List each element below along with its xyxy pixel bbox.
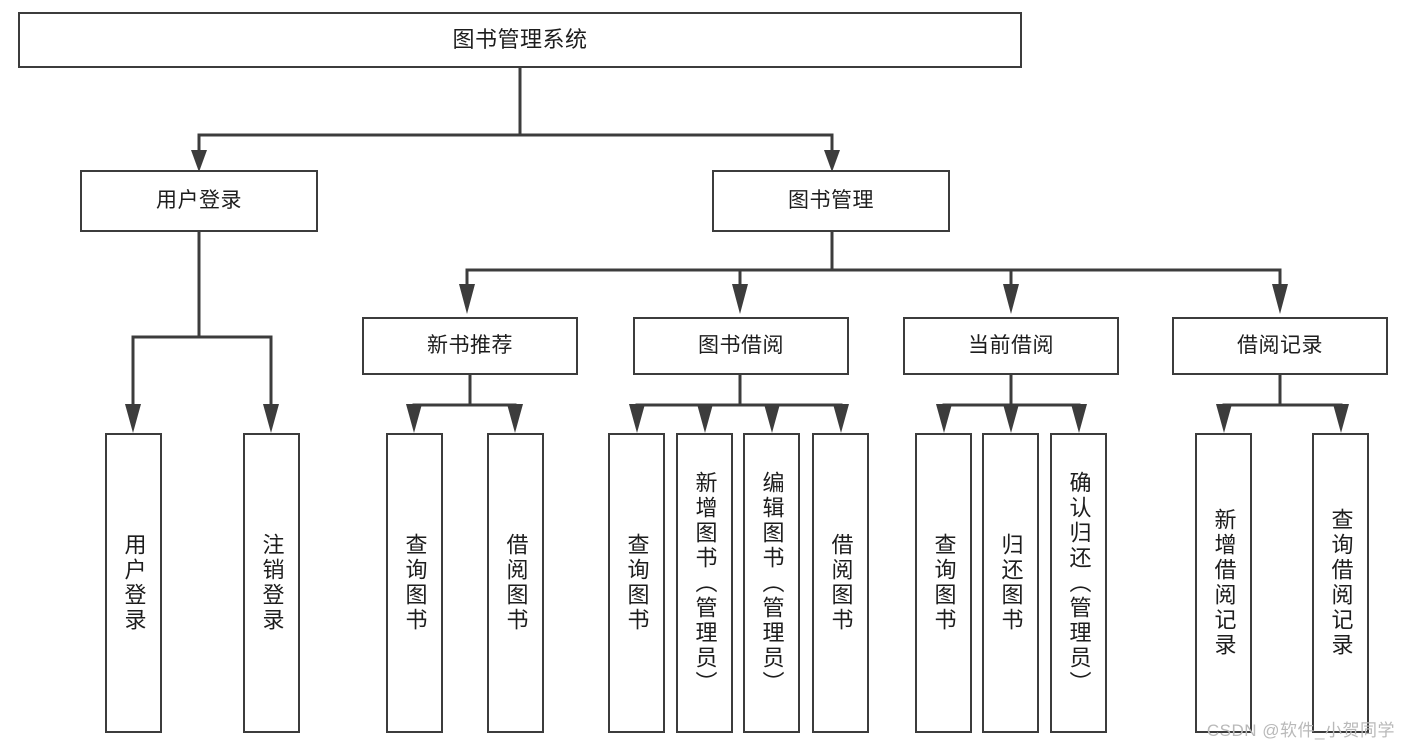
- node-new-book-recommend-label: 新书推荐: [427, 334, 513, 358]
- node-leaf-edit-book-admin[interactable]: 编辑图书（管理员）: [743, 433, 800, 733]
- node-book-management[interactable]: 图书管理: [712, 170, 950, 232]
- node-leaf-return-books-label: 归还图书: [998, 533, 1024, 633]
- node-user-login[interactable]: 用户登录: [80, 170, 318, 232]
- node-leaf-query-books-recommend-label: 查询图书: [402, 533, 428, 633]
- node-leaf-borrow-books-recommend[interactable]: 借阅图书: [487, 433, 544, 733]
- node-leaf-query-books-current[interactable]: 查询图书: [915, 433, 972, 733]
- node-leaf-query-borrow-record[interactable]: 查询借阅记录: [1312, 433, 1369, 733]
- node-book-borrow-label: 图书借阅: [698, 334, 784, 358]
- node-leaf-edit-book-admin-label: 编辑图书（管理员）: [759, 470, 785, 696]
- node-root-system-label: 图书管理系统: [452, 26, 588, 52]
- node-leaf-user-login[interactable]: 用户登录: [105, 433, 162, 733]
- node-leaf-add-book-admin[interactable]: 新增图书（管理员）: [676, 433, 733, 733]
- node-book-borrow[interactable]: 图书借阅: [633, 317, 849, 375]
- node-borrow-records-label: 借阅记录: [1237, 334, 1323, 358]
- node-leaf-return-books[interactable]: 归还图书: [982, 433, 1039, 733]
- node-current-borrow-label: 当前借阅: [968, 334, 1054, 358]
- node-leaf-borrow-books-recommend-label: 借阅图书: [503, 533, 529, 633]
- node-leaf-user-login-label: 用户登录: [121, 533, 147, 633]
- node-leaf-confirm-return-admin[interactable]: 确认归还（管理员）: [1050, 433, 1107, 733]
- node-current-borrow[interactable]: 当前借阅: [903, 317, 1119, 375]
- node-leaf-query-books-recommend[interactable]: 查询图书: [386, 433, 443, 733]
- node-leaf-query-books-borrow-label: 查询图书: [624, 533, 650, 633]
- node-leaf-borrow-books-label: 借阅图书: [828, 533, 854, 633]
- node-borrow-records[interactable]: 借阅记录: [1172, 317, 1388, 375]
- node-leaf-query-books-current-label: 查询图书: [931, 533, 957, 633]
- csdn-watermark: CSDN @软件_小贺同学: [1206, 721, 1395, 740]
- node-leaf-confirm-return-admin-label: 确认归还（管理员）: [1066, 470, 1092, 696]
- node-leaf-add-borrow-record[interactable]: 新增借阅记录: [1195, 433, 1252, 733]
- node-leaf-query-books-borrow[interactable]: 查询图书: [608, 433, 665, 733]
- node-leaf-logout-label: 注销登录: [259, 533, 285, 633]
- node-leaf-logout[interactable]: 注销登录: [243, 433, 300, 733]
- node-leaf-add-borrow-record-label: 新增借阅记录: [1211, 508, 1237, 658]
- node-root-system[interactable]: 图书管理系统: [18, 12, 1022, 68]
- node-leaf-add-book-admin-label: 新增图书（管理员）: [692, 470, 718, 696]
- node-leaf-query-borrow-record-label: 查询借阅记录: [1328, 508, 1354, 658]
- node-new-book-recommend[interactable]: 新书推荐: [362, 317, 578, 375]
- node-user-login-label: 用户登录: [156, 189, 242, 213]
- node-book-management-label: 图书管理: [788, 189, 874, 213]
- node-leaf-borrow-books[interactable]: 借阅图书: [812, 433, 869, 733]
